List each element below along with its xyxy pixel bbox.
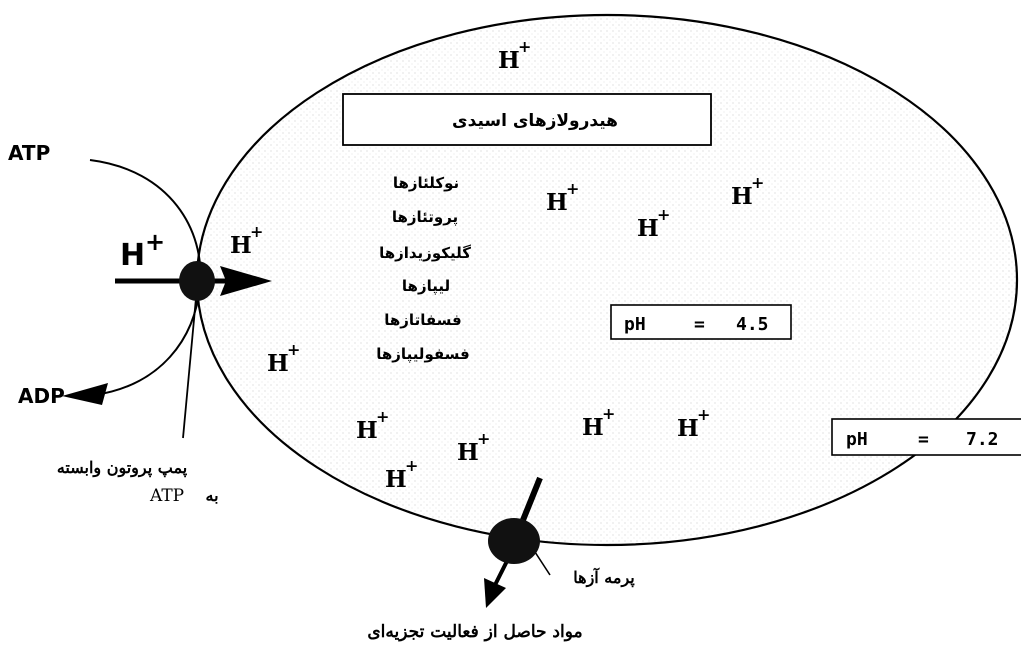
svg-text:+: + [376, 407, 389, 426]
atp-proton-pump [179, 261, 215, 301]
svg-text:+: + [477, 429, 490, 448]
svg-text:H: H [230, 232, 252, 259]
svg-text:+: + [287, 340, 300, 359]
permease-pointer-line [535, 552, 550, 575]
enzyme-phosphatases: فسفاتازها [384, 311, 461, 329]
permease-protein [488, 518, 540, 564]
enzyme-glycosidases: گلیکوزیدازها [379, 244, 471, 262]
ph-inside-label: pH [624, 314, 646, 335]
svg-text:H: H [385, 466, 407, 493]
ph-outside-eq: = [918, 429, 929, 450]
svg-text:+: + [250, 222, 263, 241]
pump-caption-atp: ATP [149, 486, 184, 506]
pump-caption-word: به [205, 486, 218, 505]
svg-text:H: H [582, 414, 604, 441]
svg-text:H: H [677, 415, 699, 442]
enzyme-nucleases: نوکلئازها [393, 174, 459, 192]
pump-h-label: H [120, 238, 145, 273]
ph-inside-value: 4.5 [736, 314, 769, 335]
pump-caption-line1: پمپ پروتون وابسته [57, 458, 188, 478]
ph-inside-eq: = [694, 314, 705, 335]
ph-outside-value: 7.2 [966, 429, 999, 450]
svg-text:H: H [457, 439, 479, 466]
svg-text:H: H [546, 189, 568, 216]
products-caption: مواد حاصل از فعالیت تجزیه‌ای [367, 622, 582, 642]
svg-text:+: + [602, 404, 615, 423]
adp-label: ADP [18, 384, 65, 408]
atp-label: ATP [8, 141, 50, 165]
adp-arrowhead [62, 383, 108, 405]
permease-caption: پرمه آزها [573, 566, 635, 588]
svg-text:H: H [731, 183, 753, 210]
svg-text:H: H [267, 350, 289, 377]
ph-outside-label: pH [846, 429, 868, 450]
svg-text:+: + [751, 173, 764, 192]
svg-text:+: + [697, 405, 710, 424]
svg-text:H: H [356, 417, 378, 444]
acid-hydrolases-label: هیدرولازهای اسیدی [452, 111, 618, 131]
svg-text:+: + [405, 456, 418, 475]
svg-text:+: + [518, 37, 531, 56]
enzyme-phospholipases: فسفولیپازها [376, 345, 469, 364]
svg-text:+: + [657, 205, 670, 224]
svg-text:H: H [637, 215, 659, 242]
pump-h-superscript: + [145, 228, 165, 256]
pump-pointer-line [183, 298, 196, 438]
enzyme-lipases: لیپازها [402, 277, 450, 296]
svg-text:H: H [498, 47, 520, 74]
enzyme-proteases: پروتئازها [392, 208, 458, 227]
svg-text:+: + [566, 179, 579, 198]
